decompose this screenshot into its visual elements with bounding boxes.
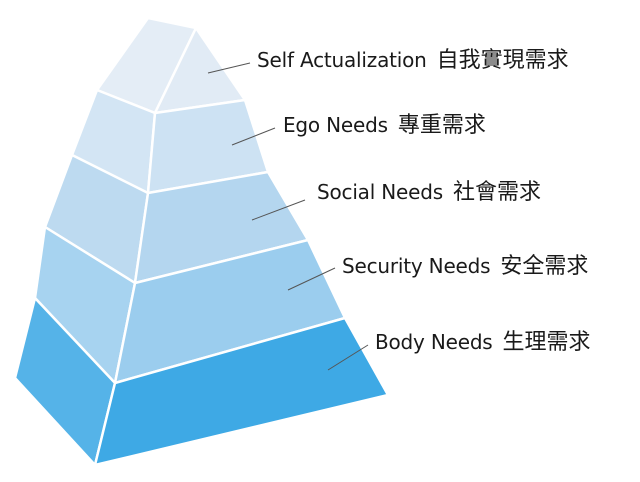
label-zh: 自我實現需求 <box>436 48 569 73</box>
label-zh: 安全需求 <box>500 254 589 279</box>
label-body-needs: Body Needs 生理需求 <box>375 332 591 354</box>
label-en: Security Needs <box>342 254 491 278</box>
label-social-needs: Social Needs 社會需求 <box>317 182 541 204</box>
leader-line-social <box>251 199 306 221</box>
leader-line-ego <box>231 127 276 146</box>
leader-line-security <box>287 267 336 291</box>
label-ego-needs: Ego Needs 專重需求 <box>283 115 486 137</box>
label-security-needs: Security Needs 安全需求 <box>342 256 588 278</box>
leader-line-self-actualization <box>207 62 251 74</box>
leader-line-body <box>327 344 369 371</box>
tier-body-right-face <box>93 316 390 467</box>
label-en: Self Actualization <box>257 48 427 72</box>
label-en: Ego Needs <box>283 113 388 137</box>
label-zh: 專重需求 <box>397 113 486 138</box>
label-en: Body Needs <box>375 330 493 354</box>
label-zh: 生理需求 <box>502 330 591 355</box>
label-self-actualization: Self Actualization 自我實現需求 <box>257 50 569 72</box>
label-zh: 社會需求 <box>452 180 541 205</box>
label-en: Social Needs <box>317 180 443 204</box>
